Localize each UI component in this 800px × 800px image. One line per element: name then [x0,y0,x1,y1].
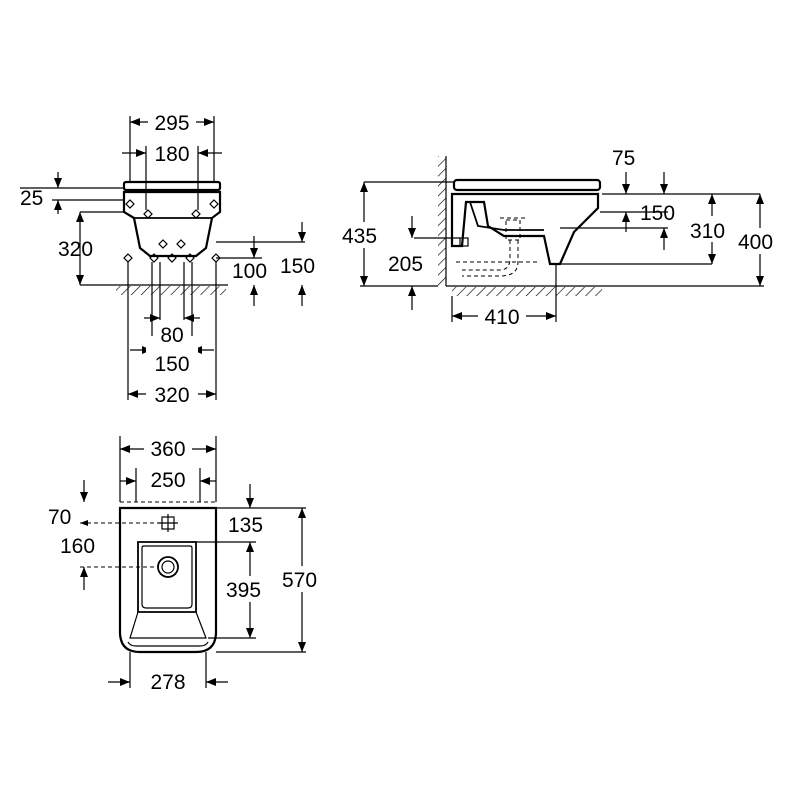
siphon [456,217,540,277]
dim-25: 25 [20,187,43,210]
dim-250: 250 [150,469,185,492]
dim-395: 395 [226,579,261,602]
bidet-lid-front [122,180,222,192]
side-view: 75 435 150 310 400 205 410 [340,147,782,330]
dim-410: 410 [484,306,519,329]
bidet-body-top [118,506,218,654]
dim-80: 80 [160,324,183,347]
dim-205: 205 [388,253,423,276]
bidet-body-side [450,192,600,266]
dim-150-side: 150 [640,202,675,225]
bidet-body-front [122,190,222,258]
dim-310: 310 [690,220,725,243]
dim-150-width: 150 [154,353,189,376]
dim-100: 100 [232,260,267,283]
front-view: 295 180 25 320 100 150 80 150 320 [20,110,315,407]
dim-295: 295 [154,112,189,135]
dim-278: 278 [150,671,185,694]
dim-160: 160 [60,535,95,558]
dim-150-height: 150 [280,255,315,278]
dim-360: 360 [150,438,185,461]
dim-320-height: 320 [58,238,93,261]
dim-135: 135 [228,514,263,537]
dim-75: 75 [612,147,635,170]
dim-320-width: 320 [154,384,189,407]
bidet-lid-side [452,178,602,192]
dim-70: 70 [48,506,71,529]
dim-570: 570 [282,569,317,592]
dim-400: 400 [738,231,773,254]
dim-435: 435 [342,225,377,248]
fixing-points [123,199,221,263]
dim-180: 180 [154,143,189,166]
top-view: 360 250 70 135 160 395 570 278 [48,436,326,694]
